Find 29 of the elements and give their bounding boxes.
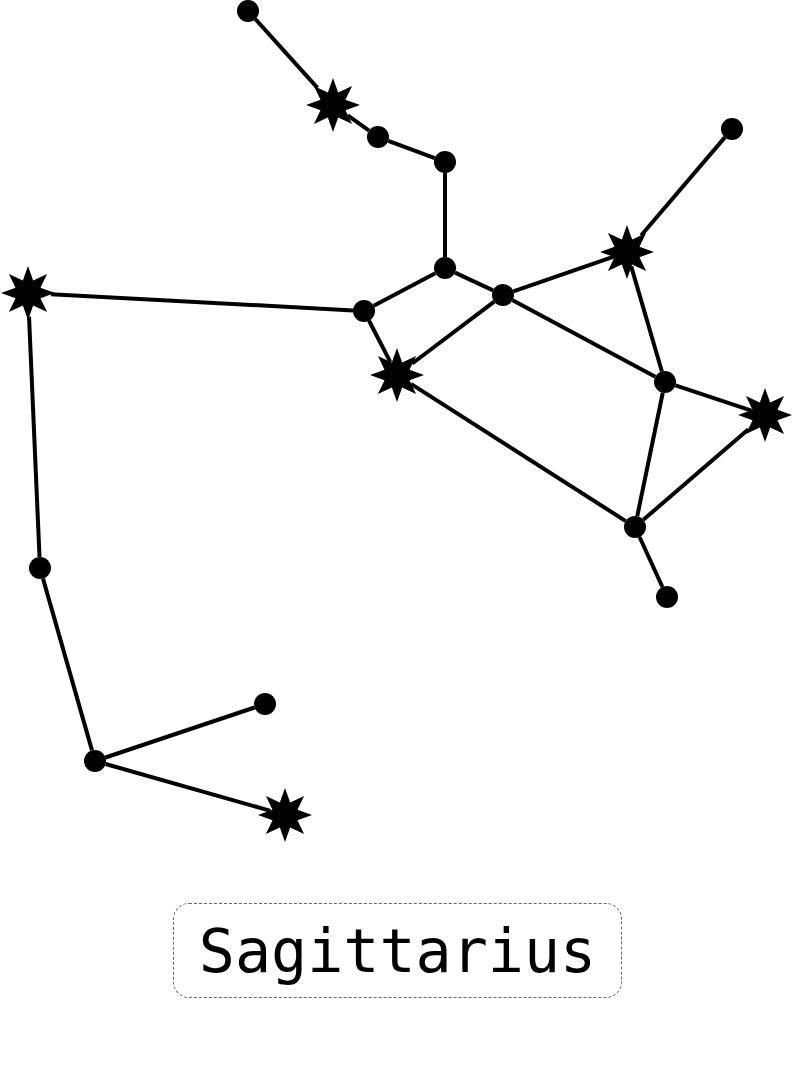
- star-icon: [738, 388, 792, 442]
- constellation-line: [387, 138, 436, 161]
- constellation-line: [629, 265, 664, 372]
- constellation-line: [41, 578, 94, 751]
- star-icon: [1, 266, 55, 320]
- constellation-line: [512, 254, 615, 294]
- constellation-line: [642, 427, 750, 522]
- constellation-line: [346, 113, 371, 133]
- star-icon: [306, 78, 360, 132]
- constellation-line: [454, 270, 494, 293]
- constellation-line: [367, 319, 393, 364]
- constellation-line: [253, 17, 319, 90]
- star-icon: [258, 788, 312, 842]
- constellation-line: [27, 316, 42, 558]
- constellation-line: [639, 136, 727, 237]
- constellation-line: [372, 271, 437, 308]
- constellation-line: [674, 383, 753, 413]
- constellation-line: [637, 536, 665, 588]
- constellation-line: [105, 762, 271, 813]
- constellation-line: [511, 298, 657, 379]
- constellation-line: [443, 173, 447, 257]
- label-box: [173, 903, 622, 998]
- star-icon: [600, 225, 654, 279]
- constellation-line: [104, 705, 256, 760]
- constellation-line: [635, 392, 665, 517]
- constellation-line: [411, 300, 496, 366]
- constellation-line: [409, 382, 627, 523]
- star-icon: [370, 348, 424, 402]
- constellation-line: [50, 292, 354, 313]
